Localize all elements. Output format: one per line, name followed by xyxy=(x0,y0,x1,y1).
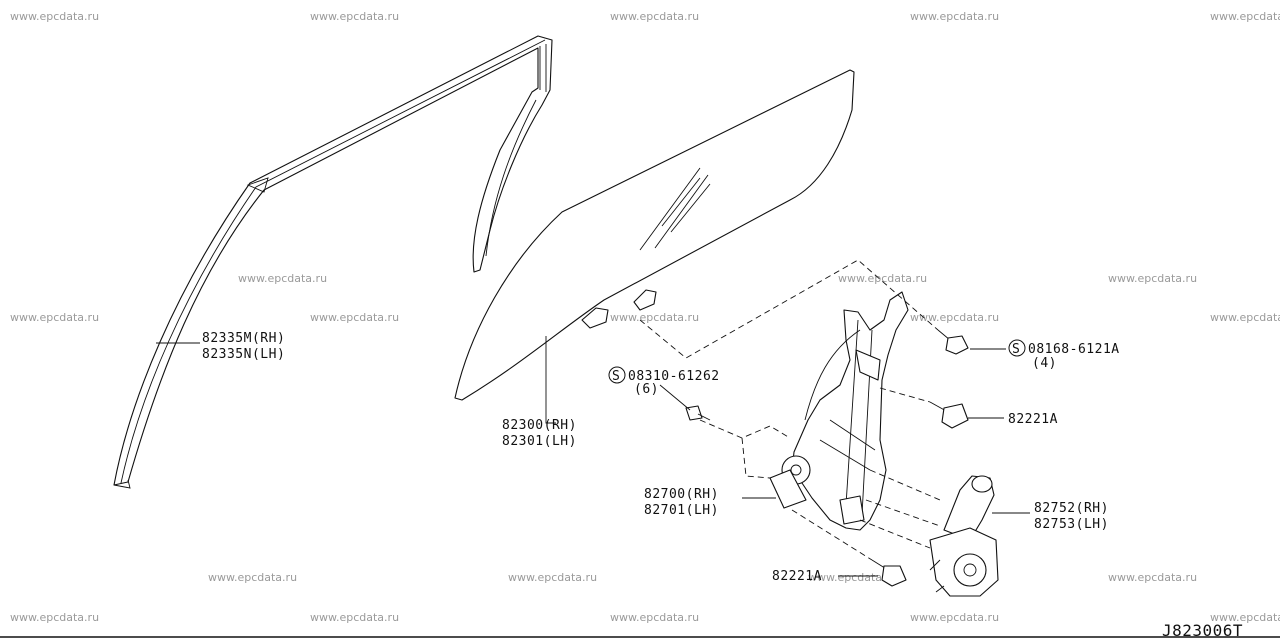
screw-08310 xyxy=(685,405,711,421)
callout-screw-right-part: 08168-6121A xyxy=(1028,342,1120,357)
watermark-text: www.epcdata.ru xyxy=(808,571,897,584)
callout-glass-rh: 82300(RH) xyxy=(502,418,577,433)
bolt-82221a-upper xyxy=(929,401,969,429)
callout-screw-upper-symbol: S xyxy=(612,369,620,384)
watermark-text: www.epcdata.ru xyxy=(910,10,999,23)
callout-bolt-upper-part: 82221A xyxy=(1008,412,1058,427)
s-symbol-circle xyxy=(1008,339,1026,357)
callout-bolt-upper: 82221A xyxy=(1008,412,1058,427)
callout-motor-rh: 82752(RH) xyxy=(1034,501,1109,516)
watermark-text: www.epcdata.ru xyxy=(1210,311,1280,324)
watermark-text: www.epcdata.ru xyxy=(610,611,699,624)
watermark-text: www.epcdata.ru xyxy=(1108,272,1197,285)
callout-motor: 82752(RH) 82753(LH) xyxy=(1034,501,1109,532)
callout-screw-right-symbol: S xyxy=(1012,342,1020,357)
callout-screw-right: S 08168-6121A (4) xyxy=(1008,339,1120,371)
callout-weatherstrip-rh: 82335M(RH) xyxy=(202,331,285,346)
watermark-text: www.epcdata.ru xyxy=(910,311,999,324)
bolt-82221a-lower xyxy=(871,559,907,587)
s-symbol-circle xyxy=(608,366,626,384)
callout-regulator: 82700(RH) 82701(LH) xyxy=(644,487,719,518)
callout-screw-upper-qty: (6) xyxy=(634,382,659,397)
watermark-text: www.epcdata.ru xyxy=(910,611,999,624)
watermark-text: www.epcdata.ru xyxy=(610,10,699,23)
callout-bolt-lower-part: 82221A xyxy=(772,569,822,584)
callout-regulator-rh: 82700(RH) xyxy=(644,487,719,502)
watermark-text: www.epcdata.ru xyxy=(238,272,327,285)
watermark-text: www.epcdata.ru xyxy=(10,10,99,23)
callout-glass-lh: 82301(LH) xyxy=(502,434,577,449)
watermark-text: www.epcdata.ru xyxy=(310,611,399,624)
bolt-upper-right xyxy=(937,329,969,355)
watermark-text: www.epcdata.ru xyxy=(310,10,399,23)
watermark-text: www.epcdata.ru xyxy=(208,571,297,584)
callout-motor-lh: 82753(LH) xyxy=(1034,517,1109,532)
watermark-text: www.epcdata.ru xyxy=(1210,611,1280,624)
watermark-text: www.epcdata.ru xyxy=(1210,10,1280,23)
callout-regulator-lh: 82701(LH) xyxy=(644,503,719,518)
weatherstrip-part xyxy=(113,35,553,489)
watermark-text: www.epcdata.ru xyxy=(10,611,99,624)
regulator-assembly-part xyxy=(769,291,909,531)
regulator-motor-part xyxy=(929,475,999,597)
callout-weatherstrip: 82335M(RH) 82335N(LH) xyxy=(202,331,285,362)
callout-weatherstrip-lh: 82335N(LH) xyxy=(202,347,285,362)
watermark-text: www.epcdata.ru xyxy=(610,311,699,324)
watermark-text: www.epcdata.ru xyxy=(508,571,597,584)
watermark-text: www.epcdata.ru xyxy=(1108,571,1197,584)
callout-screw-upper: S 08310-61262 (6) xyxy=(608,366,720,397)
callout-bolt-lower: 82221A xyxy=(772,569,822,584)
watermark-text: www.epcdata.ru xyxy=(310,311,399,324)
callout-glass: 82300(RH) 82301(LH) xyxy=(502,418,577,449)
callout-screw-upper-part: 08310-61262 xyxy=(628,369,720,384)
callout-screw-right-qty: (4) xyxy=(1032,356,1057,371)
leader-lines xyxy=(156,336,1030,577)
figure-code: J823006T xyxy=(1162,621,1243,640)
door-glass-part xyxy=(454,69,855,401)
watermark-text: www.epcdata.ru xyxy=(838,272,927,285)
watermark-text: www.epcdata.ru xyxy=(10,311,99,324)
assembly-dashed-lines xyxy=(639,259,941,561)
